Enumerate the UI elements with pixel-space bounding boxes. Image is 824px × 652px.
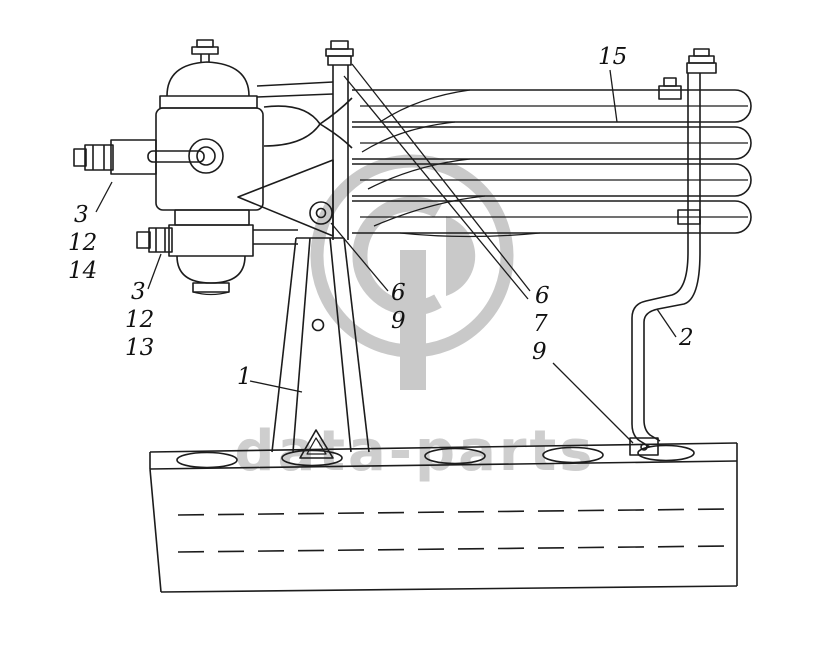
pipe-bracket [629, 48, 717, 456]
callout-3-upper: 3 [74, 202, 89, 228]
watermark-text: data-parts [234, 419, 595, 484]
tube-bundle [263, 89, 752, 238]
callout-15: 15 [598, 44, 627, 70]
callout-7: 7 [533, 311, 548, 337]
callout-14: 14 [68, 258, 97, 284]
line-art [73, 39, 752, 593]
callout-3-lower: 3 [131, 279, 146, 305]
callout-6-right: 6 [535, 283, 550, 309]
callout-12-upper: 12 [68, 230, 97, 256]
watermark-logo-icon [310, 154, 514, 390]
support-bracket [237, 159, 370, 459]
callout-12-lower: 12 [125, 307, 154, 333]
callout-1: 1 [237, 364, 252, 390]
watermark: data-parts [234, 154, 595, 484]
callout-6-center: 6 [391, 280, 406, 306]
leader-lines [95, 63, 677, 444]
callout-9-center: 9 [391, 308, 406, 334]
callout-2: 2 [678, 325, 694, 351]
frame-rail [149, 442, 738, 593]
valve-assembly [73, 39, 334, 296]
callout-13: 13 [125, 335, 154, 361]
callout-labels: 15 3 12 14 3 12 13 6 9 6 7 9 2 1 [68, 44, 694, 390]
callout-9-right: 9 [532, 339, 547, 365]
